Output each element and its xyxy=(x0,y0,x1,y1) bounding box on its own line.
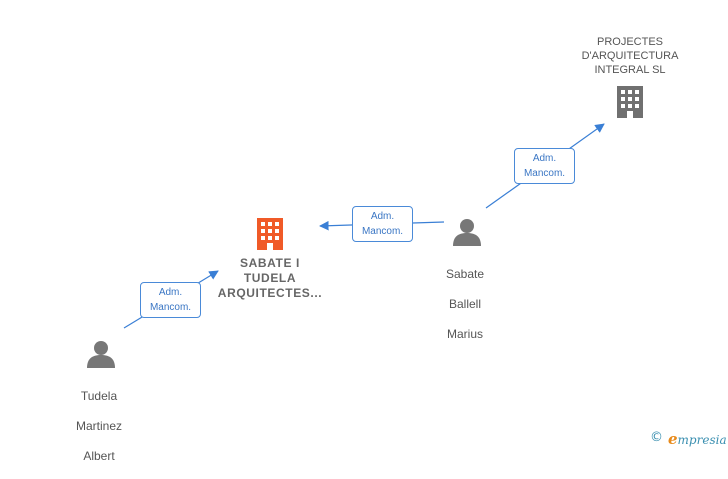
company-name-line: D'ARQUITECTURA xyxy=(581,50,679,62)
person-icon[interactable] xyxy=(453,219,481,246)
company-name-line: PROJECTES xyxy=(596,36,663,48)
company-projectes-label[interactable]: PROJECTES D'ARQUITECTURA INTEGRAL SL xyxy=(565,35,695,77)
empresia-logo[interactable]: empresia xyxy=(668,430,727,448)
relationship-diagram xyxy=(87,86,643,368)
relation-box-adm-mancom[interactable]: Adm. Mancom. xyxy=(352,206,413,242)
person-name-line: Albert xyxy=(83,449,115,463)
person-icon[interactable] xyxy=(87,341,115,368)
person-name-line: Marius xyxy=(446,327,483,341)
relation-line: Adm. xyxy=(370,211,395,222)
brand-rest: mpresia xyxy=(677,433,727,447)
person-name-line: Sabate xyxy=(445,267,485,281)
relation-box-adm-mancom[interactable]: Adm. Mancom. xyxy=(514,148,575,184)
person-name-line: Tudela xyxy=(80,389,118,403)
brand-initial: e xyxy=(668,430,678,448)
company-sabate-tudela-label[interactable]: SABATE I TUDELA ARQUITECTES... xyxy=(205,256,335,301)
person-tudela-martinez-label[interactable]: Tudela Martinez Albert xyxy=(59,374,139,479)
building-icon[interactable] xyxy=(257,218,283,250)
relation-line: Mancom. xyxy=(149,302,192,313)
relation-line: Mancom. xyxy=(361,226,404,237)
person-sabate-ballell-label[interactable]: Sabate Ballell Marius xyxy=(425,252,505,357)
copyright-symbol: © xyxy=(650,430,663,445)
company-name-line: INTEGRAL SL xyxy=(594,64,666,76)
person-name-line: Martinez xyxy=(75,419,122,433)
relation-line: Adm. xyxy=(532,153,557,164)
company-name-line: SABATE I xyxy=(240,256,300,270)
relation-line: Mancom. xyxy=(523,168,566,179)
company-name-line: TUDELA xyxy=(243,271,297,285)
person-name-line: Ballell xyxy=(448,297,481,311)
company-name-line: ARQUITECTES... xyxy=(217,286,323,300)
relation-box-adm-mancom[interactable]: Adm. Mancom. xyxy=(140,282,201,318)
building-icon[interactable] xyxy=(617,86,643,118)
relation-line: Adm. xyxy=(158,287,183,298)
